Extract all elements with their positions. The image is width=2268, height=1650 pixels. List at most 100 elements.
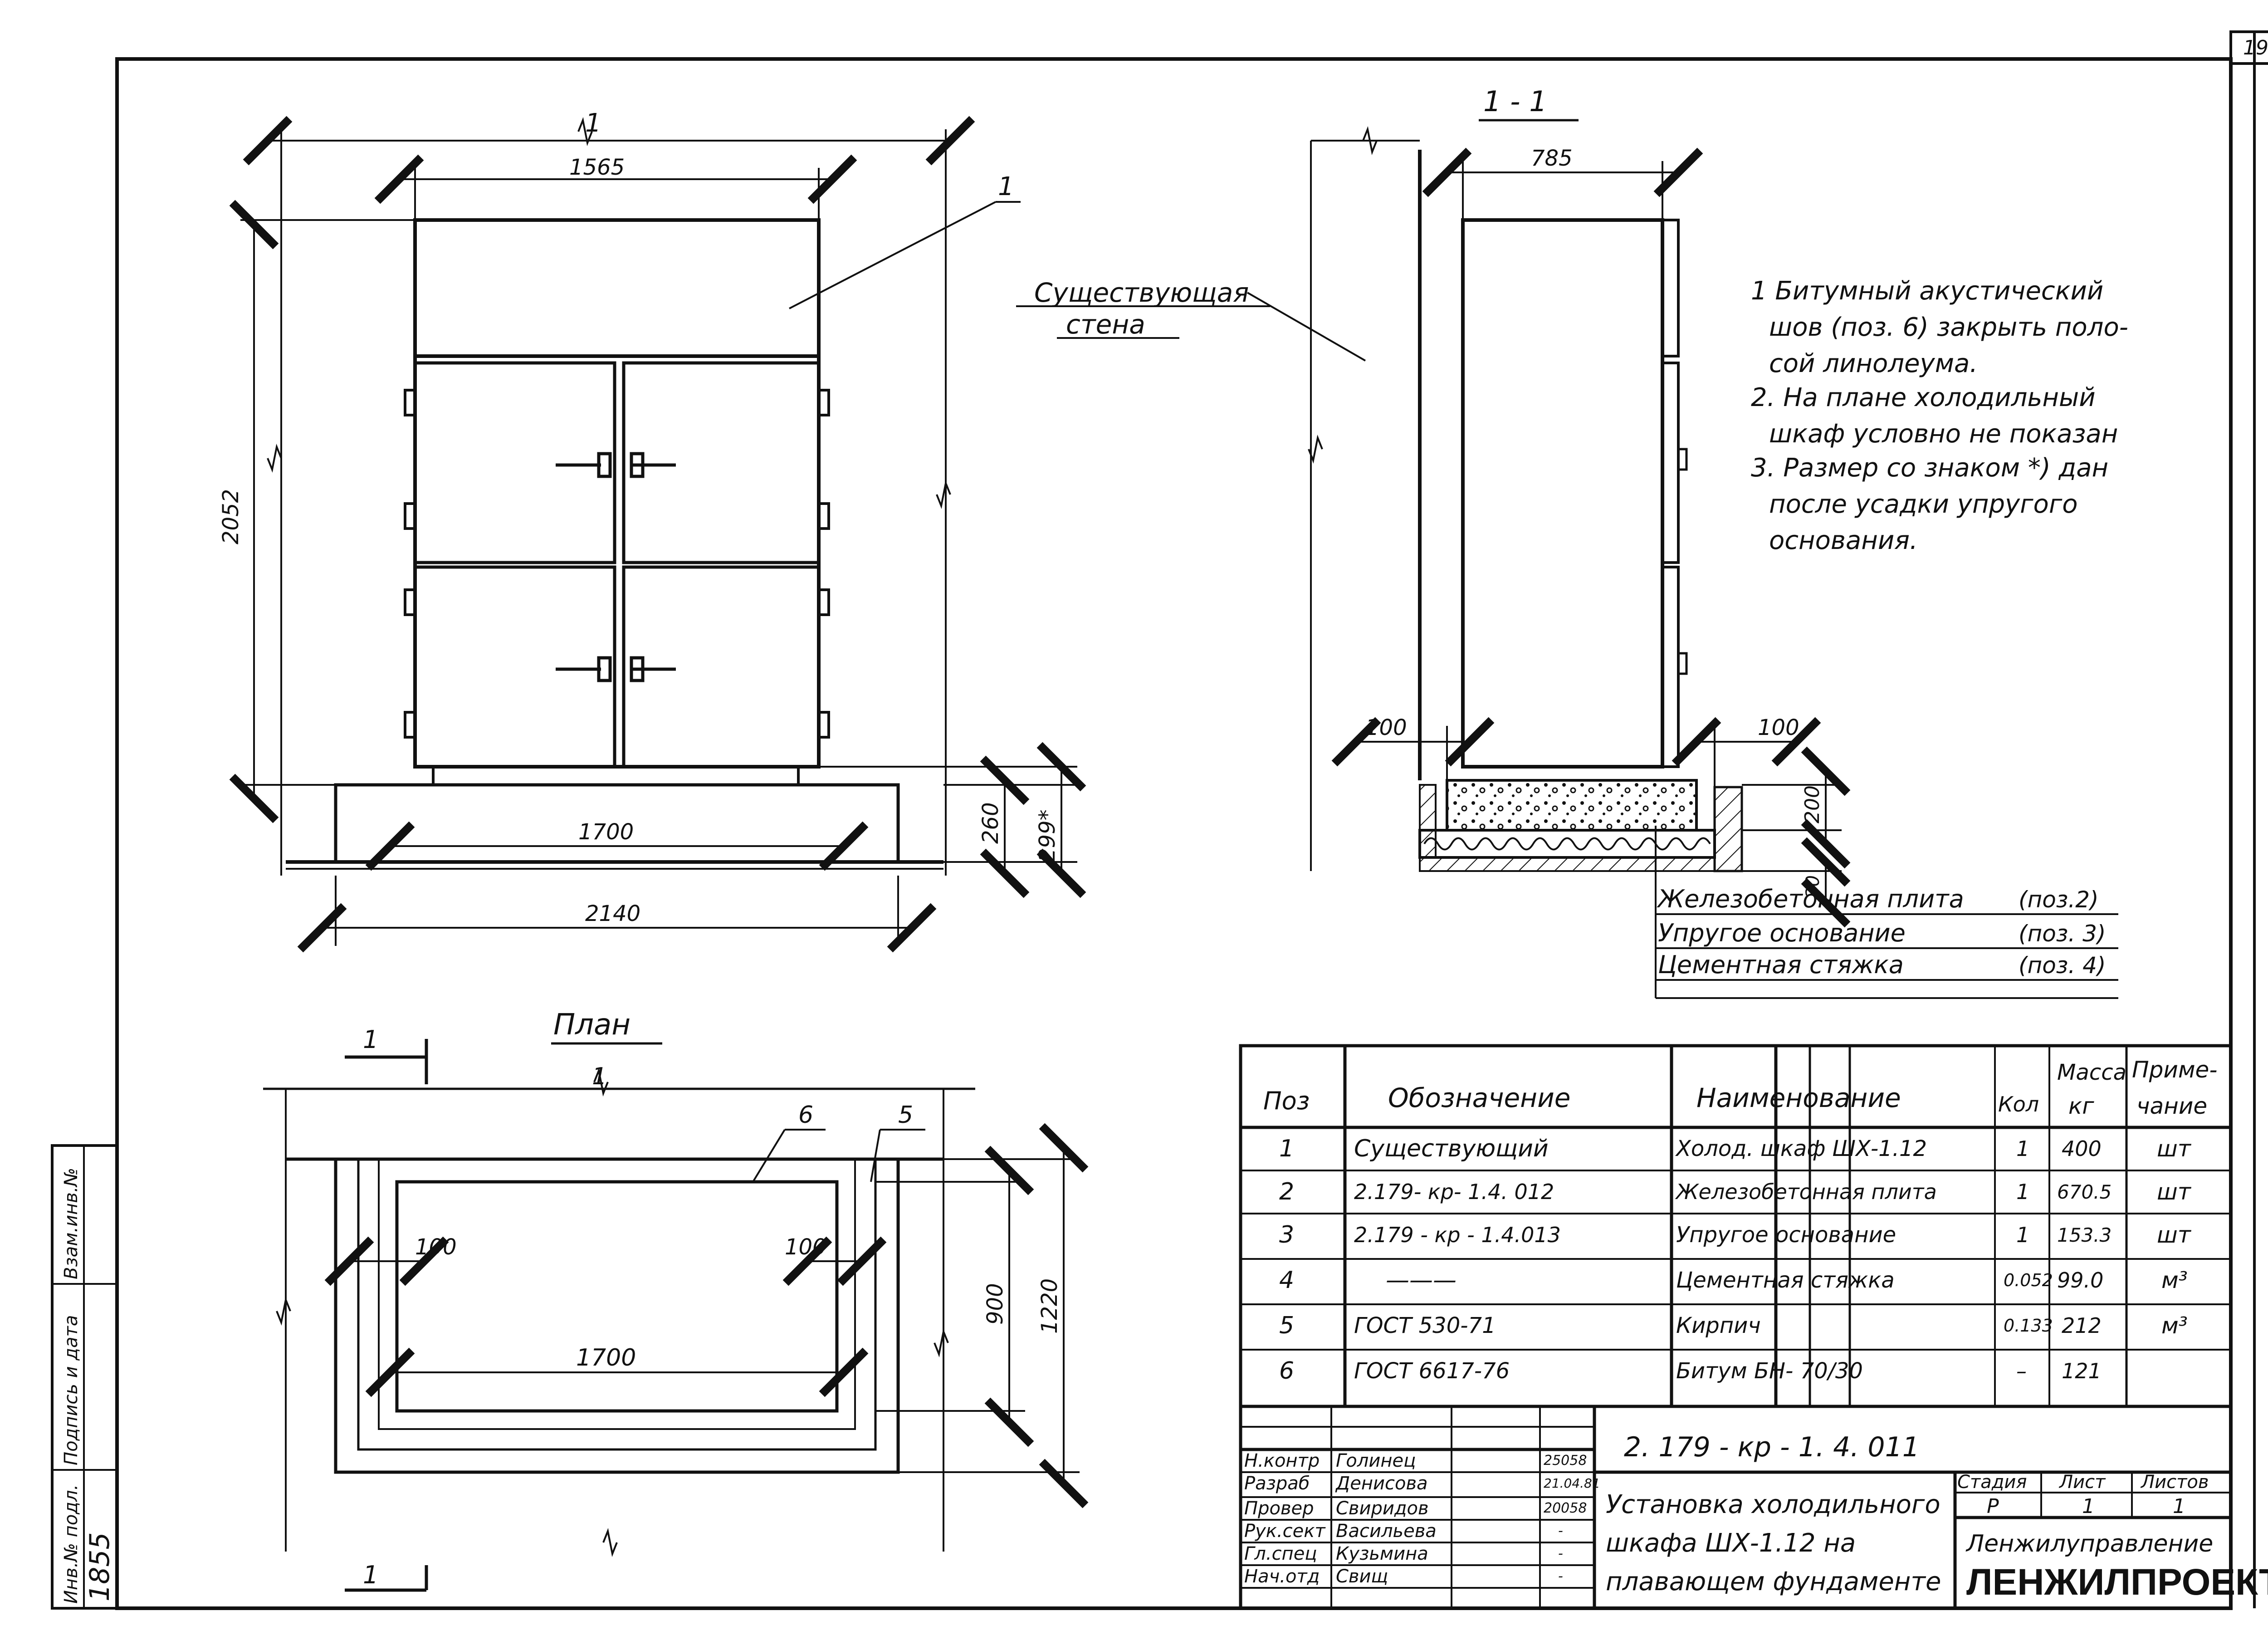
header-designation: Обозначение [1388,1082,1570,1113]
cell-designation: 2.179- кр- 1.4. 012 [1354,1180,1554,1204]
date: - [1558,1523,1563,1539]
personnel-row: Гл.спец Кузьмина - [1241,1542,1594,1565]
swap-label: Взам.инв.№ [61,1168,82,1279]
stage-label: Стадия [1957,1472,2027,1493]
notes: 1 Битумный акустический шов (поз. 6) зак… [1751,276,2128,555]
cell-mass: 121 [2062,1359,2102,1383]
layer-legend: Железобетонная плита (поз.2) Упругое осн… [1657,885,2106,979]
table-row: 6 ГОСТ 6617-76 Битум БН- 70/30 – 121 [1241,1350,2231,1406]
cabinet-body [413,218,821,769]
cell-designation: ГОСТ 6617-76 [1354,1358,1510,1384]
date: - [1558,1546,1563,1562]
note-line: 3. Размер со знаком *) дан [1751,453,2108,483]
note-line: 1 Битумный акустический [1751,276,2103,306]
cell-note: м³ [2161,1267,2188,1293]
callout-6: 6 [798,1102,813,1129]
concrete-slab [1446,779,1698,832]
role: Провер [1244,1498,1314,1519]
sign-label: Подпись и дата [61,1315,82,1465]
section-mark-bottom: 1 [363,1561,378,1589]
table-row: 4 ——— Цементная стяжка 0.052 99.0 м³ [1241,1259,2231,1304]
dim-299: 299* [1035,809,1060,862]
cell-pos: 6 [1279,1357,1295,1385]
cell-designation: ГОСТ 530-71 [1354,1313,1496,1338]
cell-qty: 1 [2016,1136,2030,1161]
cabinet-door [413,361,616,564]
cell-name: Цементная стяжка [1676,1268,1895,1293]
sheet-label: Лист [2058,1472,2106,1493]
section-mark-top: 1 [363,1025,378,1054]
callout-5: 5 [898,1102,913,1129]
plan-break-mark: 1 [592,1063,607,1090]
doc-code: 2. 179 - кр - 1. 4. 011 [1624,1431,1920,1463]
sheets-label: Листов [2140,1472,2209,1493]
layer-pos: (поз. 4) [2019,952,2106,979]
dim-200: 200 [1801,785,1824,823]
person-name: Кузьмина [1336,1543,1428,1564]
person-name: Денисова [1336,1473,1428,1494]
cell-name: Холод. шкаф ШХ-1.12 [1676,1136,1927,1161]
header-note: Приме- [2132,1057,2217,1083]
date: - [1558,1568,1563,1584]
table-row: 2 2.179- кр- 1.4. 012 Железобетонная пли… [1241,1170,2231,1214]
role: Гл.спец [1244,1543,1317,1564]
cell-designation: Существующий [1354,1135,1549,1162]
door-handles [556,452,676,682]
plan-dim-900: 900 [982,1283,1008,1325]
cell-note: шт [2157,1179,2191,1205]
cell-pos: 1 [1279,1135,1295,1162]
person-name: Свищ [1336,1566,1388,1587]
dim-1700: 1700 [578,819,634,845]
slab-outline [395,1180,839,1413]
title-block: 2. 179 - кр - 1. 4. 011 Установка холоди… [1239,1405,2268,1610]
date: 20058 [1544,1500,1587,1516]
dim-30: 30 [1803,875,1823,898]
note-line: основания. [1769,526,1918,555]
sheet-frame: 19 [115,30,2268,1610]
layer-pos: (поз.2) [2019,886,2099,913]
cell-qty: 0.133 [2004,1316,2053,1336]
personnel-row: Разраб Денисова 21.04.81 [1241,1472,1600,1495]
cell-mass: 400 [2062,1136,2102,1161]
person-name: Свиридов [1336,1498,1429,1519]
callout-cabinet: 1 [998,172,1014,201]
cell-designation: 2.179 - кр - 1.4.013 [1354,1223,1561,1247]
org-name: Ленжилуправление [1965,1530,2213,1557]
cell-pos: 2 [1279,1178,1295,1205]
cell-name: Железобетонная плита [1676,1180,1937,1204]
role: Рук.сект [1244,1521,1325,1542]
brick [1713,786,1743,872]
inv-label: Инв.№ подл. [61,1484,82,1604]
header-qty: Кол [1998,1092,2039,1116]
note-line: сой линолеума. [1769,349,1978,378]
person-name: Васильева [1336,1521,1437,1542]
cell-name: Упругое основание [1676,1222,1897,1248]
dim-1565: 1565 [569,155,625,180]
note-line: после усадки упругого [1769,490,2078,519]
cabinet-door [622,565,821,769]
sheet-value: 1 [2082,1495,2095,1518]
page-number: 19 [2243,36,2268,59]
plan-dim-left-100: 100 [415,1234,457,1260]
personnel-row: Нач.отд Свищ - [1241,1565,1594,1588]
dim-left-100: 100 [1365,715,1407,740]
dim-785: 785 [1531,146,1573,171]
cell-qty: – [2016,1359,2027,1383]
elevation-view: 1 1 1565 2052 1700 2140 260 299* [218,108,1086,953]
role: Разраб [1244,1473,1310,1494]
note-line: 2. На плане холодильный [1751,383,2096,412]
cement-screed [1419,857,1716,872]
plan-view: План 1 1 1 6 5 [263,1008,1089,1592]
org-logo: ЛЕНЖИЛПРОЕКТ [1966,1562,2268,1603]
cell-pos: 3 [1279,1221,1295,1249]
cell-qty: 1 [2016,1223,2030,1247]
layer-name: Железобетонная плита [1657,885,1964,913]
plan-dim-1700: 1700 [576,1344,636,1371]
section-title: 1 - 1 [1483,85,1547,118]
role: Н.контр [1244,1450,1320,1471]
cell-note: м³ [2161,1312,2188,1339]
existing-wall-label-2: стена [1066,309,1145,340]
brick-outline [334,1157,900,1474]
date: 25058 [1544,1453,1587,1469]
